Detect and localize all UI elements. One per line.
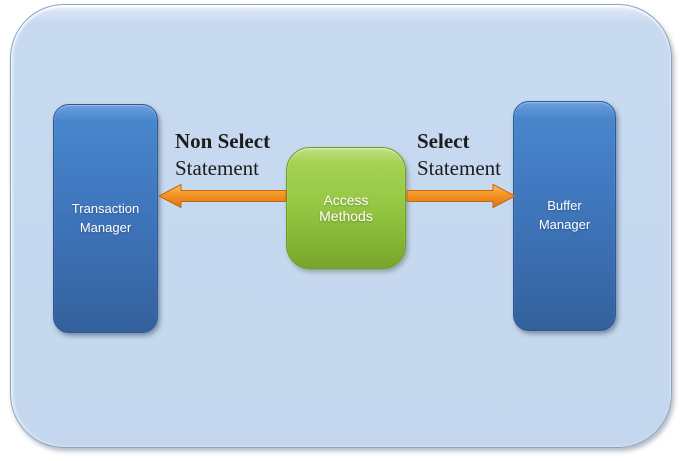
edge-label-select-statement: Select Statement (417, 128, 501, 182)
node-access-methods: Access Methods (286, 147, 406, 269)
edge-label-select-line1: Select (417, 129, 470, 153)
node-access-methods-label: Access Methods (319, 192, 373, 224)
arrow-left-icon (158, 184, 287, 208)
edge-label-non-select-line1: Non Select (175, 129, 271, 153)
arrow-right-icon (406, 184, 516, 208)
node-buffer-manager-label: Buffer Manager (538, 198, 591, 232)
node-buffer-manager: Buffer Manager (513, 101, 616, 331)
edge-label-non-select-statement: Non Select Statement (175, 128, 270, 182)
edge-label-non-select-line2: Statement (175, 156, 259, 180)
edge-label-select-line2: Statement (417, 156, 501, 180)
node-transaction-manager-label: Transaction Manager (71, 200, 140, 235)
node-transaction-manager: Transaction Manager (53, 104, 158, 333)
